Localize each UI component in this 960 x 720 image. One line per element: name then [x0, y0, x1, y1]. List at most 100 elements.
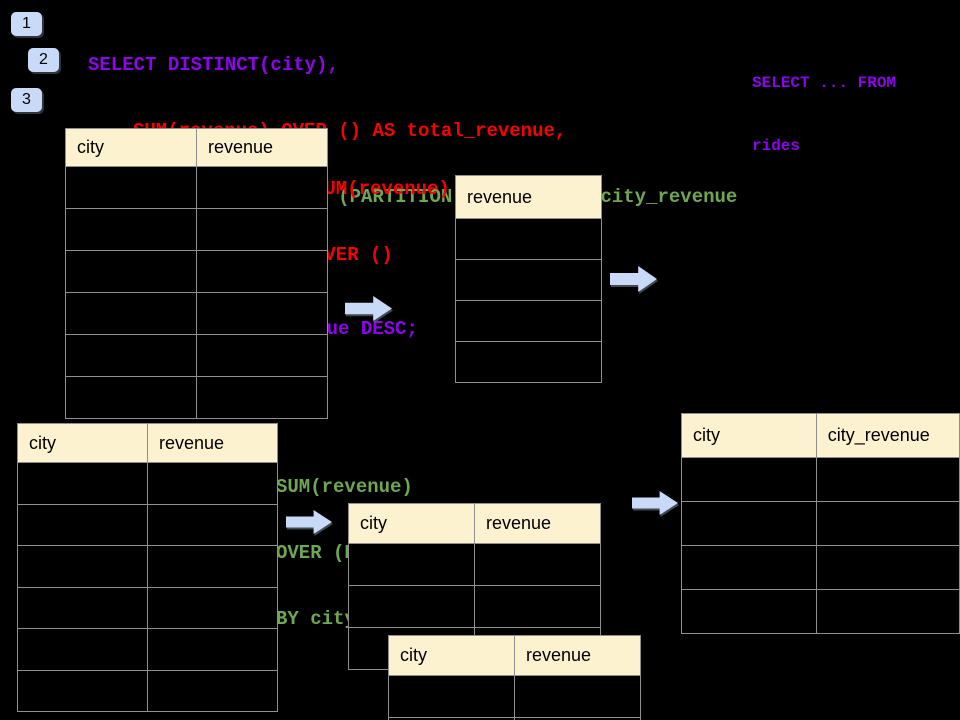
table-cell [455, 259, 602, 301]
table-cell [196, 376, 328, 419]
arrow-right-icon [345, 296, 392, 321]
table-partition-overlay: city revenue [388, 635, 641, 720]
table-cell [455, 218, 602, 260]
table-cell [196, 250, 328, 293]
table-cell [474, 543, 601, 586]
table-row [65, 166, 328, 209]
table-cell [17, 628, 148, 671]
annotation-total-line-2: OVER () [313, 244, 393, 266]
table-cell [681, 589, 817, 634]
table-cell [147, 503, 278, 546]
annotation-partition-line-1: SUM(revenue) [276, 476, 413, 498]
table-cell [17, 462, 148, 505]
table-header-row: revenue [455, 175, 602, 219]
table-rides-source: city revenue [65, 128, 328, 419]
table-header-row: city city_revenue [681, 413, 960, 458]
column-header-revenue: revenue [474, 503, 601, 544]
table-cell [348, 585, 475, 628]
table-row [17, 669, 278, 712]
table-row [348, 585, 601, 628]
table-cell [388, 675, 515, 718]
side-note-line-1: SELECT ... FROM [752, 74, 897, 92]
table-cell [65, 208, 197, 251]
table-header-row: city revenue [388, 635, 641, 676]
table-city-revenue-result: city city_revenue [681, 413, 960, 634]
column-header-city: city [681, 413, 817, 458]
table-cell [681, 457, 817, 502]
arrow-right-icon [632, 491, 678, 515]
table-row [65, 208, 328, 251]
table-row [65, 292, 328, 335]
table-row [65, 376, 328, 419]
table-cell [815, 589, 960, 634]
table-row [455, 259, 602, 301]
column-header-city: city [388, 635, 515, 676]
table-cell [455, 300, 602, 342]
table-row [681, 589, 960, 634]
column-header-revenue: revenue [196, 128, 328, 167]
column-header-city: city [348, 503, 475, 544]
table-row [17, 586, 278, 629]
table-cell [196, 208, 328, 251]
table-header-row: city revenue [348, 503, 601, 544]
table-cell [815, 545, 960, 590]
column-header-revenue: revenue [514, 635, 641, 676]
table-cell [474, 585, 601, 628]
table-cell [196, 166, 328, 209]
table-row [388, 717, 641, 720]
table-revenue-intermediate: revenue [455, 175, 602, 383]
table-cell [147, 669, 278, 712]
table-cell [65, 292, 197, 335]
table-cell [147, 462, 278, 505]
table-cell [17, 545, 148, 588]
side-note-line-2: rides [752, 137, 801, 155]
table-row [455, 341, 602, 383]
table-cell [17, 669, 148, 712]
table-header-row: city revenue [17, 423, 278, 463]
step-badge-3: 3 [11, 88, 42, 112]
table-cell [681, 545, 817, 590]
table-cell [147, 545, 278, 588]
column-header-city: city [65, 128, 197, 167]
table-rides-source-2: city revenue [17, 423, 278, 712]
step-badge-1: 1 [11, 12, 42, 36]
table-header-row: city revenue [65, 128, 328, 167]
table-cell [65, 166, 197, 209]
table-row [681, 545, 960, 590]
sql-line-select: SELECT DISTINCT(city), [88, 54, 339, 76]
annotation-total-line-1: SUM(revenue) [313, 178, 450, 200]
column-header-revenue: revenue [147, 423, 278, 463]
table-cell [348, 543, 475, 586]
table-cell [65, 250, 197, 293]
table-cell [455, 341, 602, 383]
table-cell [147, 586, 278, 629]
table-cell [17, 586, 148, 629]
table-cell [65, 376, 197, 419]
table-row [17, 503, 278, 546]
column-header-revenue: revenue [455, 175, 602, 219]
step-badge-2: 2 [28, 48, 59, 72]
table-cell [815, 501, 960, 546]
table-row [17, 628, 278, 671]
table-cell [681, 501, 817, 546]
table-row [17, 462, 278, 505]
table-cell [815, 457, 960, 502]
table-cell [65, 334, 197, 377]
table-row [455, 300, 602, 342]
arrow-right-icon [610, 266, 657, 292]
table-cell [196, 292, 328, 335]
table-row [681, 457, 960, 502]
table-row [388, 675, 641, 718]
table-row [65, 250, 328, 293]
column-header-city-revenue: city_revenue [815, 413, 960, 458]
side-note: SELECT ... FROM rides [752, 31, 896, 199]
column-header-city: city [17, 423, 148, 463]
table-row [65, 334, 328, 377]
table-row [17, 545, 278, 588]
table-cell [17, 503, 148, 546]
table-row [455, 218, 602, 260]
table-row [681, 501, 960, 546]
table-cell [196, 334, 328, 377]
table-row [348, 543, 601, 586]
